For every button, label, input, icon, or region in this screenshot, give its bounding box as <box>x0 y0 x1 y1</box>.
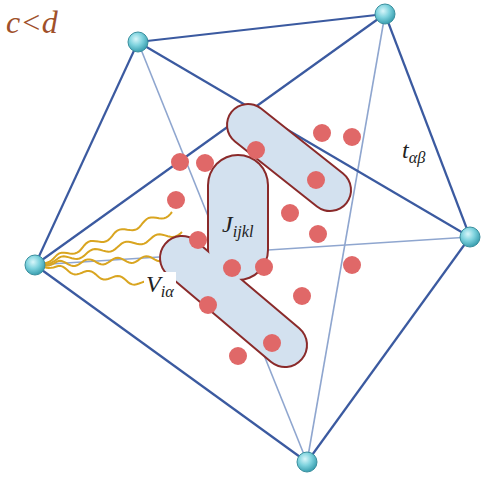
particle-dot <box>343 256 361 274</box>
particle-dot <box>255 258 273 276</box>
condition-label: c<d <box>6 6 58 38</box>
vertices <box>25 4 480 472</box>
wavy-line <box>38 256 168 266</box>
particle-dot <box>307 171 325 189</box>
particle-dot <box>293 287 311 305</box>
hopping-label: tαβ <box>402 138 425 166</box>
particle-dot <box>229 347 247 365</box>
particle-dot <box>167 191 185 209</box>
particle-dot <box>247 141 265 159</box>
particle-dot <box>189 231 207 249</box>
particle-dot <box>196 154 214 172</box>
particle-dot <box>199 296 217 314</box>
particle-dot <box>171 153 189 171</box>
subscript: ijkl <box>233 222 254 241</box>
back-edges <box>35 14 470 462</box>
hybridization-label: Viα <box>144 272 176 300</box>
particle-dot <box>263 334 281 352</box>
subscript: iα <box>161 282 174 301</box>
particle-dot <box>313 124 331 142</box>
shape-outline <box>150 95 360 375</box>
particle-dot <box>343 128 361 146</box>
interaction-shape: Jijkl <box>150 95 360 375</box>
particle-dot <box>223 259 241 277</box>
particle-dot <box>281 204 299 222</box>
front-edges <box>35 14 470 462</box>
particle-dot <box>309 225 327 243</box>
coupling-label: Jijkl <box>222 212 254 240</box>
subscript: αβ <box>409 148 426 167</box>
